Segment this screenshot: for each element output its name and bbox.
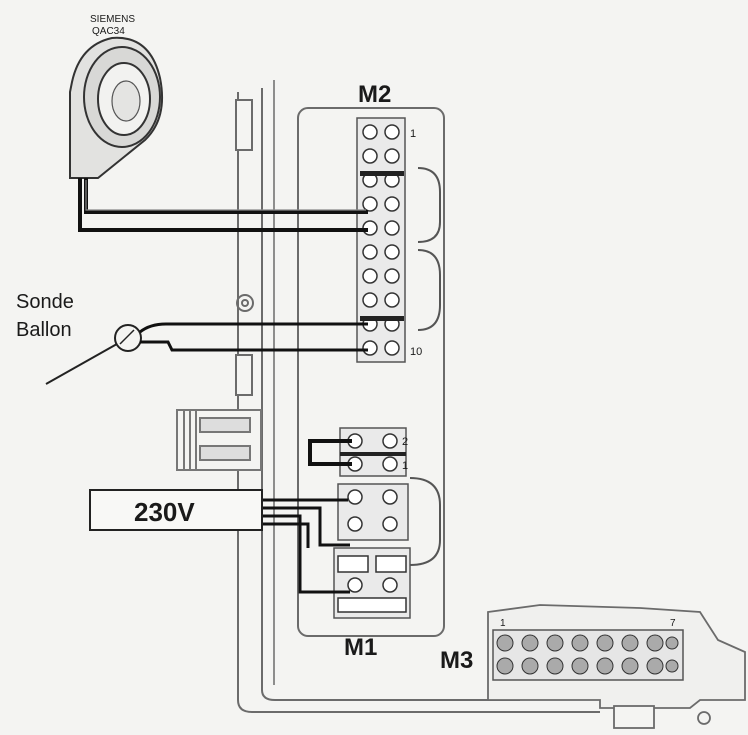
m3-pin-4 [571,634,589,675]
m2-pin-8 [362,292,400,308]
m3-terminal-block [492,629,684,681]
chassis-outline [235,80,600,713]
power-box [89,489,263,531]
tank-sensor-label-line1: Sonde [16,291,74,313]
m3-label: M3 [440,647,473,674]
sensor-model-label: QAC34 [92,26,125,37]
m3-pin-1 [496,634,514,675]
m2-pin-1 [362,124,400,140]
m3-pin-2 [521,634,539,675]
tank-sensor-label-line2: Ballon [16,319,72,341]
m3-last-pin-label: 7 [670,618,676,629]
power-label: 230V [134,497,195,527]
ribbon-connector [176,409,262,471]
sensor-brand-label: SIEMENS [90,14,135,25]
m3-pin-8 [665,636,679,673]
m2-pin-2 [362,148,400,164]
m2-pin-3 [362,172,400,188]
m2-pin-4 [362,196,400,212]
m1-terminal-block [333,427,411,619]
m2-last-pin-label: 10 [410,346,422,358]
outdoor-sensor [69,36,164,179]
tank-sensor [45,324,142,385]
m2-first-pin-label: 1 [410,128,416,140]
m2-terminal-block [356,117,406,363]
m3-first-pin-label: 1 [500,618,506,629]
m1-pin-bottom-label: 1 [402,460,408,472]
m1-label: M1 [344,634,377,661]
m3-pin-7 [646,634,664,675]
m3-pin-3 [546,634,564,675]
tank-sensor-cable [139,322,368,352]
m1-pin-top-label: 2 [402,436,408,448]
sensor-cable [78,178,368,232]
power-cable [262,498,350,594]
m3-pin-6 [621,634,639,675]
m3-pin-5 [596,634,614,675]
m2-pin-7 [362,268,400,284]
m2-label: M2 [358,81,391,108]
terminal-panel [297,107,445,637]
m2-pin-6 [362,244,400,260]
m1-jumper-wire [308,439,352,466]
